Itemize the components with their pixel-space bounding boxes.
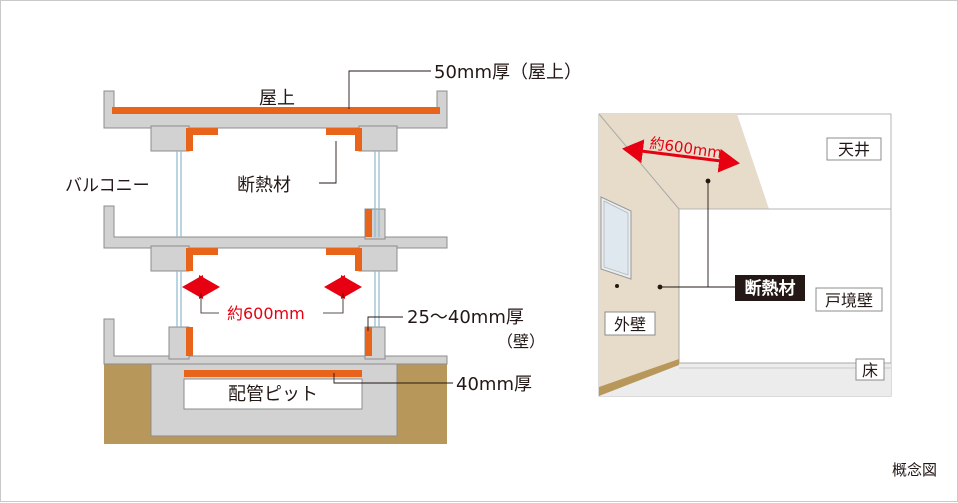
ceiling-label: 天井 xyxy=(838,140,870,159)
floor-label: 床 xyxy=(862,361,878,380)
middle-slab xyxy=(103,205,448,249)
party-wall-tag xyxy=(815,287,883,312)
roof-beam-left xyxy=(150,125,190,152)
pit-opening xyxy=(183,378,363,410)
approx-width-label: 約600mm xyxy=(227,304,305,323)
pipe-pit-label: 配管ピット xyxy=(228,384,318,405)
roof-slab xyxy=(103,90,448,129)
window-sashes xyxy=(176,151,380,327)
floor-area xyxy=(599,363,891,396)
insulation-layers xyxy=(112,107,440,377)
lower-slab xyxy=(103,318,448,365)
caption: 概念図 xyxy=(892,461,937,479)
point-ext xyxy=(615,284,619,288)
ceiling-tag xyxy=(826,137,882,161)
room-width-arrow xyxy=(622,139,682,164)
roof-thickness-label: 50mm厚（屋上） xyxy=(434,62,582,83)
floor-tag xyxy=(855,358,885,381)
width-arrow-guides xyxy=(200,293,344,314)
exterior-wall-tag xyxy=(604,311,656,336)
mid-beam-right xyxy=(358,245,398,272)
roof-insulation-left-corner xyxy=(186,128,218,151)
exterior-wall-label: 外壁 xyxy=(614,315,646,334)
pit-insulation xyxy=(184,370,362,377)
building-section xyxy=(103,70,453,444)
floor-thickness-label: 40mm厚 xyxy=(456,374,532,395)
insulation-label: 断熱材 xyxy=(237,175,291,196)
leader-lines xyxy=(319,70,453,384)
room-insulation-label: 断熱材 xyxy=(745,278,796,299)
baseboard-left xyxy=(599,359,679,396)
low-wall-insulation-left xyxy=(186,327,193,356)
mid-wall-insulation xyxy=(365,209,372,237)
insulation-tag xyxy=(735,275,805,301)
low-wall-insulation-right xyxy=(365,327,372,356)
roof-label: 屋上 xyxy=(259,88,295,109)
mid-insulation-left-corner xyxy=(186,248,218,271)
party-wall-label: 戸境壁 xyxy=(825,291,873,310)
ceiling-insulation xyxy=(599,114,769,209)
roof-insulation-right-corner xyxy=(326,128,362,151)
wall-note-label: （壁） xyxy=(497,332,545,351)
mid-insulation-right-corner xyxy=(326,248,362,271)
roof-insulation xyxy=(112,107,440,114)
roof-beam-right xyxy=(358,125,398,152)
mid-beam-left xyxy=(150,245,190,272)
balcony-label: バルコニー xyxy=(65,176,150,196)
wall-thickness-label: 25〜40mm厚 xyxy=(407,307,524,328)
room-interior xyxy=(598,113,892,397)
